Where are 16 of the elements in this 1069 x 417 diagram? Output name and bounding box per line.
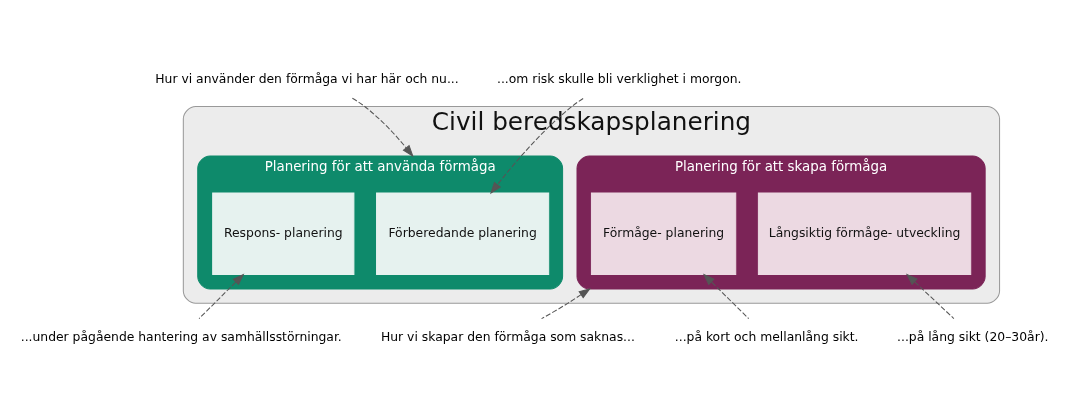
node-text: ...på kort och mellanlång sikt.: [674, 329, 859, 344]
node-text: Hur vi använder den förmåga vi har här och nu...: [155, 71, 459, 86]
node-text: ...om risk skulle bli verklighet i morgon.: [497, 71, 742, 86]
node-box: Långsiktig förmåge- utveckling: [757, 192, 972, 275]
node-text: ...under pågående hantering av samhällsstörningar.: [20, 329, 342, 344]
arrow: [198, 273, 245, 320]
node-text: Hur vi skapar den förmåga som saknas...: [381, 329, 635, 344]
arrow: [541, 288, 591, 320]
node-box: Respons- planering: [212, 192, 355, 275]
node-box: Förberedande planering: [376, 192, 550, 275]
arrow: [351, 97, 414, 158]
arrow: [490, 98, 584, 195]
node-text: ...på lång sikt (20–30år).: [897, 329, 1049, 344]
arrow: [905, 273, 955, 320]
node-box: Förmåge- planering: [590, 192, 737, 275]
arrow: [702, 273, 750, 320]
